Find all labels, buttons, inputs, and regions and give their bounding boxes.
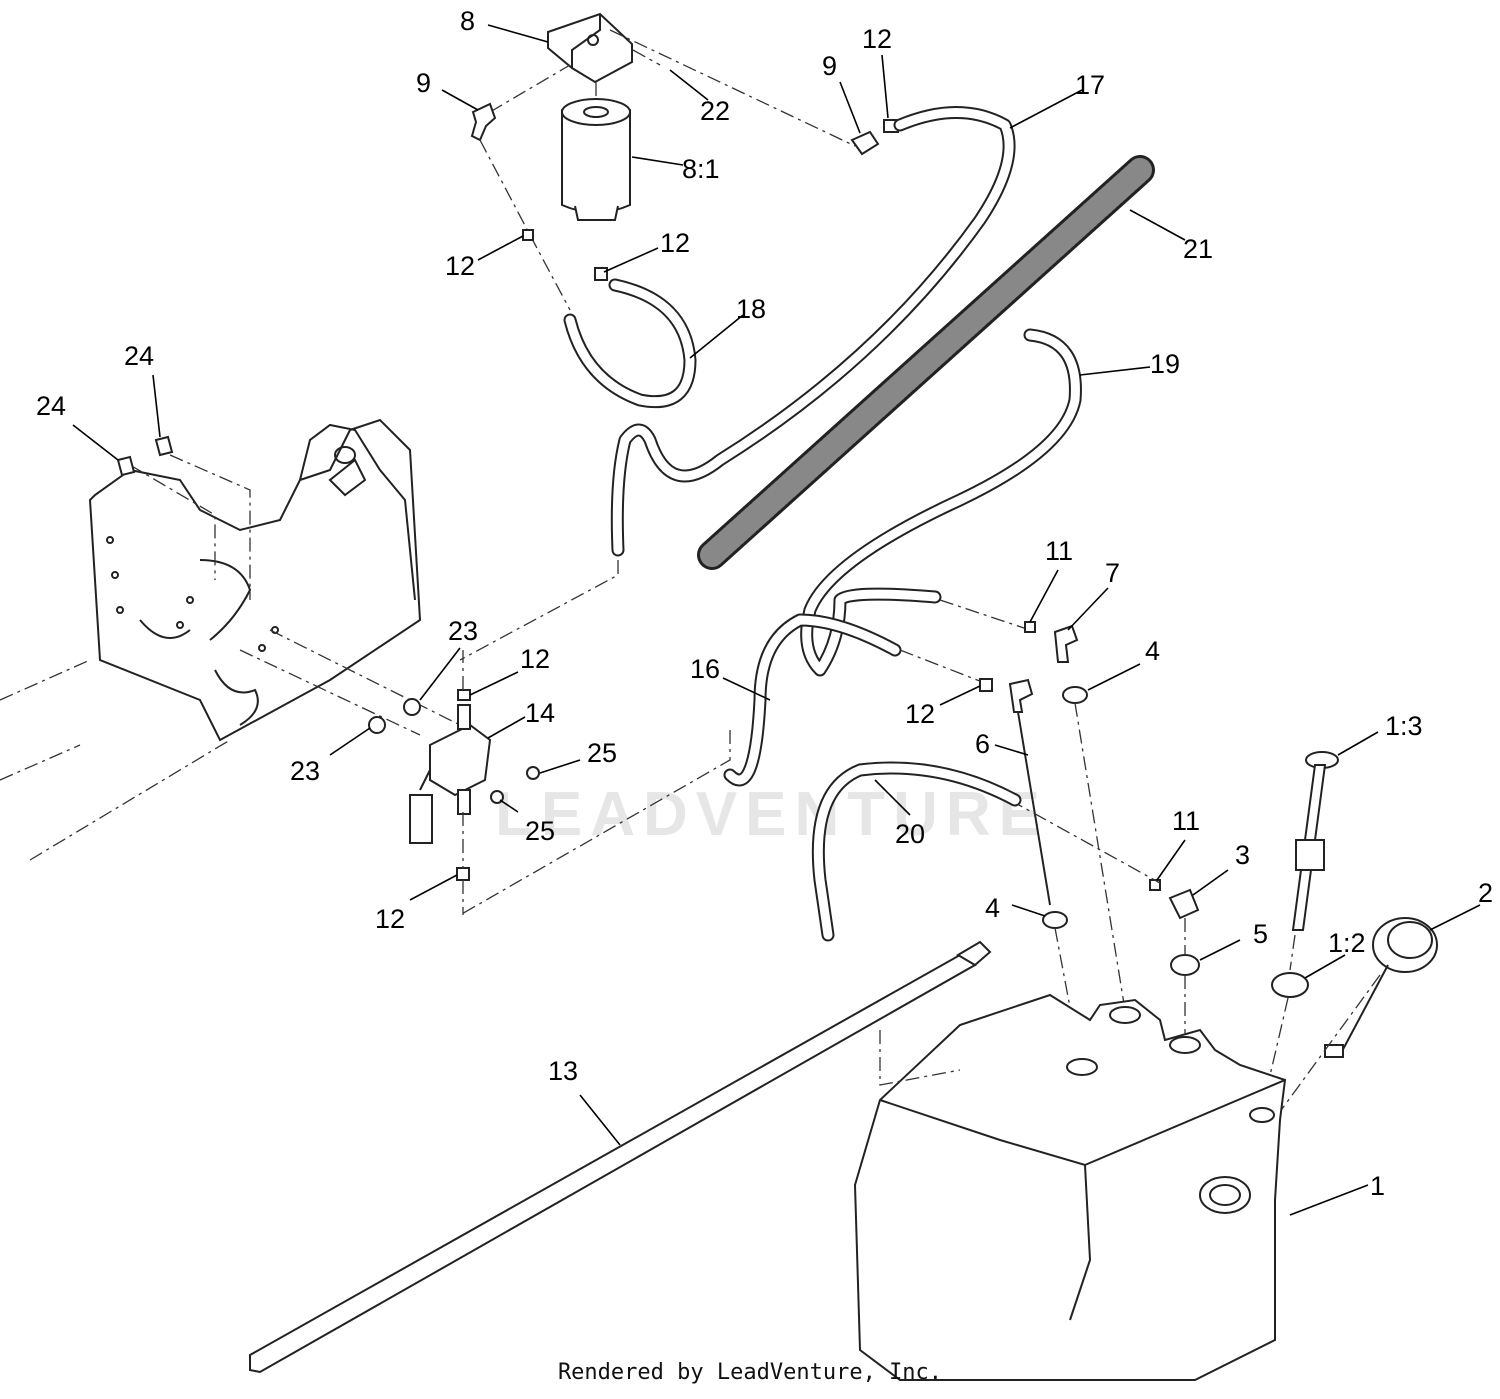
callout-23-upper: 23: [448, 616, 478, 646]
fitting-9-left: [470, 102, 497, 142]
rendered-by-footer: Rendered by LeadVenture, Inc.: [557, 1360, 943, 1385]
clamp-12-upper: [522, 229, 534, 241]
fuel-tank-1: [853, 993, 1287, 1381]
grommet-4-lower: [1042, 911, 1068, 929]
hose-20: [811, 761, 1022, 942]
callout-24-lower: 24: [36, 391, 66, 421]
callout-12-filter-outlet: 12: [660, 228, 690, 258]
callout-17: 17: [1075, 70, 1105, 100]
callout-1-3: 1:3: [1385, 711, 1423, 741]
grommet-5: [1170, 954, 1200, 976]
clamp-12-pump-bottom: [456, 867, 470, 881]
callout-23-lower: 23: [290, 756, 320, 786]
tank-strap-13: [249, 940, 992, 1374]
nut-25-upper: [526, 766, 540, 780]
callout-11-lower: 11: [1172, 806, 1200, 836]
callout-4-lower: 4: [985, 893, 1000, 923]
callout-21: 21: [1183, 234, 1213, 264]
callout-16: 16: [690, 654, 720, 684]
callout-8: 8: [460, 6, 475, 36]
clamp-12-pump-top: [457, 689, 471, 701]
callout-9-left: 9: [416, 68, 431, 98]
callout-8-1: 8:1: [682, 154, 720, 184]
callout-18: 18: [736, 294, 766, 324]
bolt-24-lower: [116, 455, 136, 477]
callout-3: 3: [1235, 840, 1250, 870]
callout-12-pump-top: 12: [520, 644, 550, 674]
watermark-text: LEADVENTURE: [495, 780, 1048, 849]
bolt-24-upper: [154, 435, 174, 457]
chassis-frame: [0, 418, 461, 861]
fitting-6-elbow: [1008, 678, 1034, 713]
callout-25-upper: 25: [587, 738, 617, 768]
clamp-12-fitting-6: [979, 678, 993, 692]
callout-12-right: 12: [862, 24, 892, 54]
fitting-7: [1053, 624, 1079, 663]
callout-12-fitting-6: 12: [905, 699, 935, 729]
callout-7: 7: [1105, 558, 1120, 588]
fuel-gauge-1-3: [1291, 751, 1339, 931]
callout-11-upper: 11: [1045, 536, 1073, 566]
conduit-21: [697, 155, 1155, 570]
fitting-3: [1168, 888, 1200, 920]
callouts: 8 9 22 8:1 12 12 9 12 17 21 18 19 24 24 …: [36, 6, 1493, 1201]
grommet-23-upper: [403, 698, 421, 716]
fuel-pump-14: [409, 704, 492, 844]
callout-5: 5: [1253, 919, 1268, 949]
grommet-1-2: [1271, 972, 1309, 998]
callout-1: 1: [1370, 1171, 1385, 1201]
fuel-filter: [561, 98, 631, 221]
clamp-11-upper: [1024, 621, 1036, 633]
hose-18: [563, 278, 697, 409]
callout-1-2: 1:2: [1328, 928, 1366, 958]
callout-20: 20: [895, 819, 925, 849]
callout-25-lower: 25: [525, 816, 555, 846]
callout-14: 14: [525, 698, 555, 728]
callout-24-upper: 24: [124, 341, 154, 371]
hose-17: [610, 106, 1016, 557]
fuel-cap-2: [1324, 917, 1438, 1058]
hose-16: [723, 613, 902, 787]
grommet-4-upper: [1062, 686, 1088, 704]
callout-12-pump-bottom: 12: [375, 904, 405, 934]
callout-12-upper: 12: [445, 251, 475, 281]
pickup-tube-6: [1017, 711, 1051, 906]
leader-lines: [72, 24, 1481, 1216]
callout-13: 13: [548, 1056, 578, 1086]
callout-4-upper: 4: [1145, 636, 1160, 666]
fuel-filter-bracket: [547, 12, 633, 84]
callout-2: 2: [1478, 878, 1493, 908]
callout-6: 6: [975, 729, 990, 759]
callout-22: 22: [700, 96, 730, 126]
grommet-23-lower: [368, 716, 386, 734]
callout-9-right: 9: [822, 51, 837, 81]
clamp-12-filter-outlet: [594, 267, 608, 281]
hose-19: [800, 328, 1082, 677]
callout-19: 19: [1150, 349, 1180, 379]
fitting-9-right: [850, 130, 880, 156]
